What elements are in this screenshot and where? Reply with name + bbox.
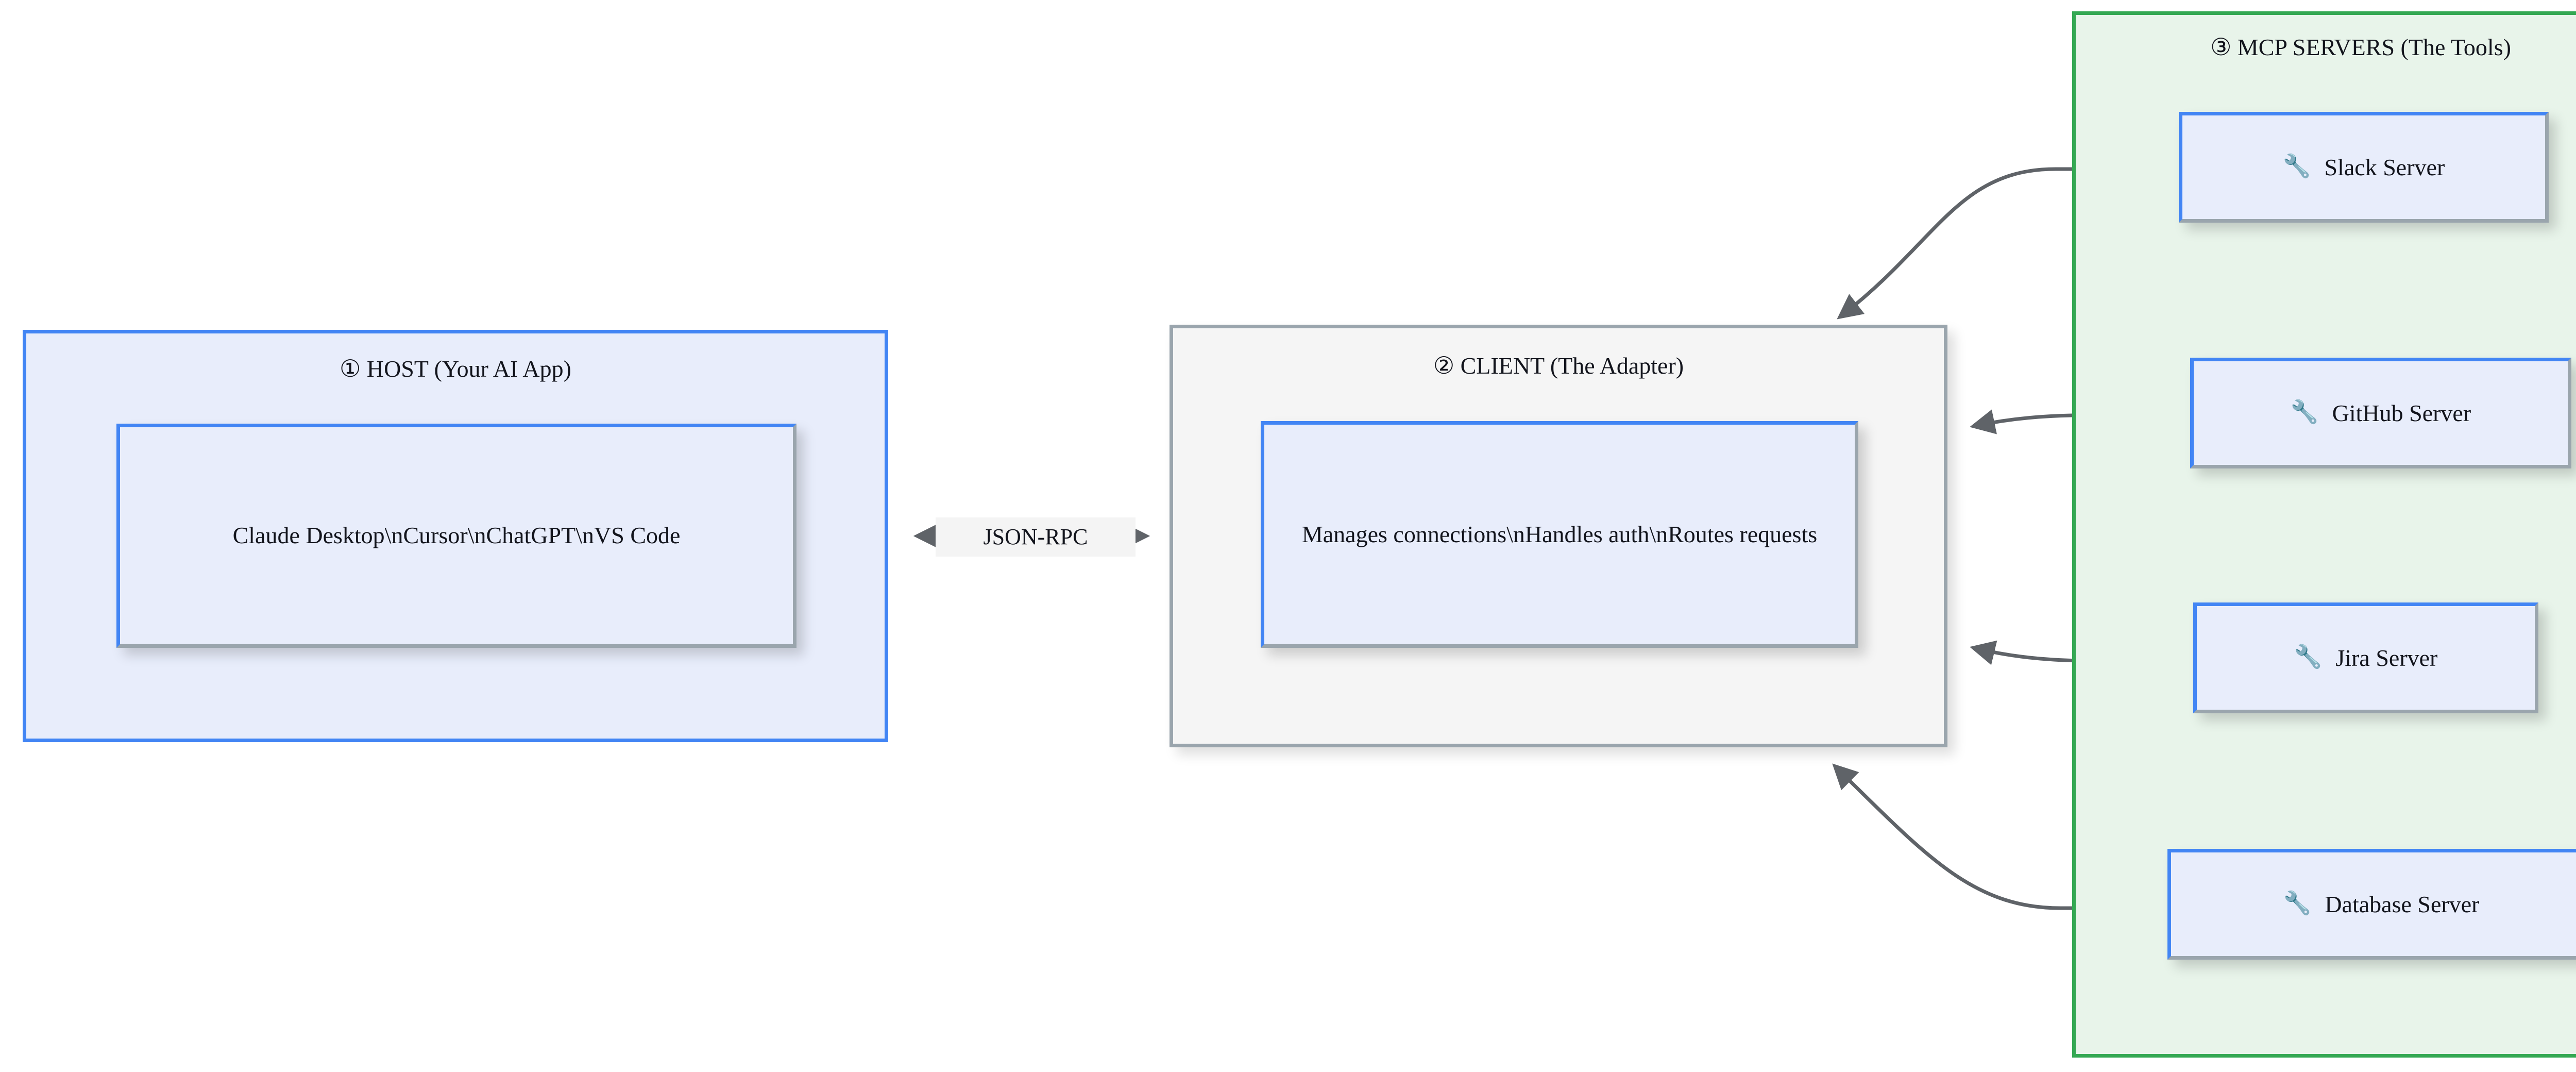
host-title: ① HOST (Your AI App) [340,356,571,382]
database-server-box[interactable]: 🔧 Database Server [2167,849,2576,960]
client-container[interactable]: ② CLIENT (The Adapter) Manages connectio… [1170,325,1947,747]
host-container[interactable]: ① HOST (Your AI App) Claude Desktop\nCur… [23,330,888,742]
edge-label-json-rpc: JSON-RPC [936,517,1136,557]
slack-server-label: Slack Server [2324,154,2445,180]
host-apps-text: Claude Desktop\nCursor\nChatGPT\nVS Code [232,522,681,549]
client-responsibilities-box[interactable]: Manages connections\nHandles auth\nRoute… [1261,421,1858,648]
client-responsibilities-text: Manages connections\nHandles auth\nRoute… [1301,521,1818,547]
slack-server-box[interactable]: 🔧 Slack Server [2179,112,2549,223]
mcp-servers-container[interactable]: ③ MCP SERVERS (The Tools) 🔧 Slack Server… [2072,11,2576,1058]
wrench-icon: 🔧 [2283,890,2312,916]
jira-server-label: Jira Server [2335,645,2438,671]
github-server-box[interactable]: 🔧 GitHub Server [2190,358,2571,468]
wrench-icon: 🔧 [2290,399,2319,425]
wrench-icon: 🔧 [2282,153,2311,179]
database-server-label: Database Server [2325,891,2480,917]
github-server-label: GitHub Server [2332,400,2471,426]
host-apps-box[interactable]: Claude Desktop\nCursor\nChatGPT\nVS Code [116,424,796,648]
jira-server-box[interactable]: 🔧 Jira Server [2193,602,2538,713]
client-title: ② CLIENT (The Adapter) [1433,353,1684,379]
wrench-icon: 🔧 [2294,644,2323,669]
mcp-servers-title: ③ MCP SERVERS (The Tools) [2210,34,2511,60]
